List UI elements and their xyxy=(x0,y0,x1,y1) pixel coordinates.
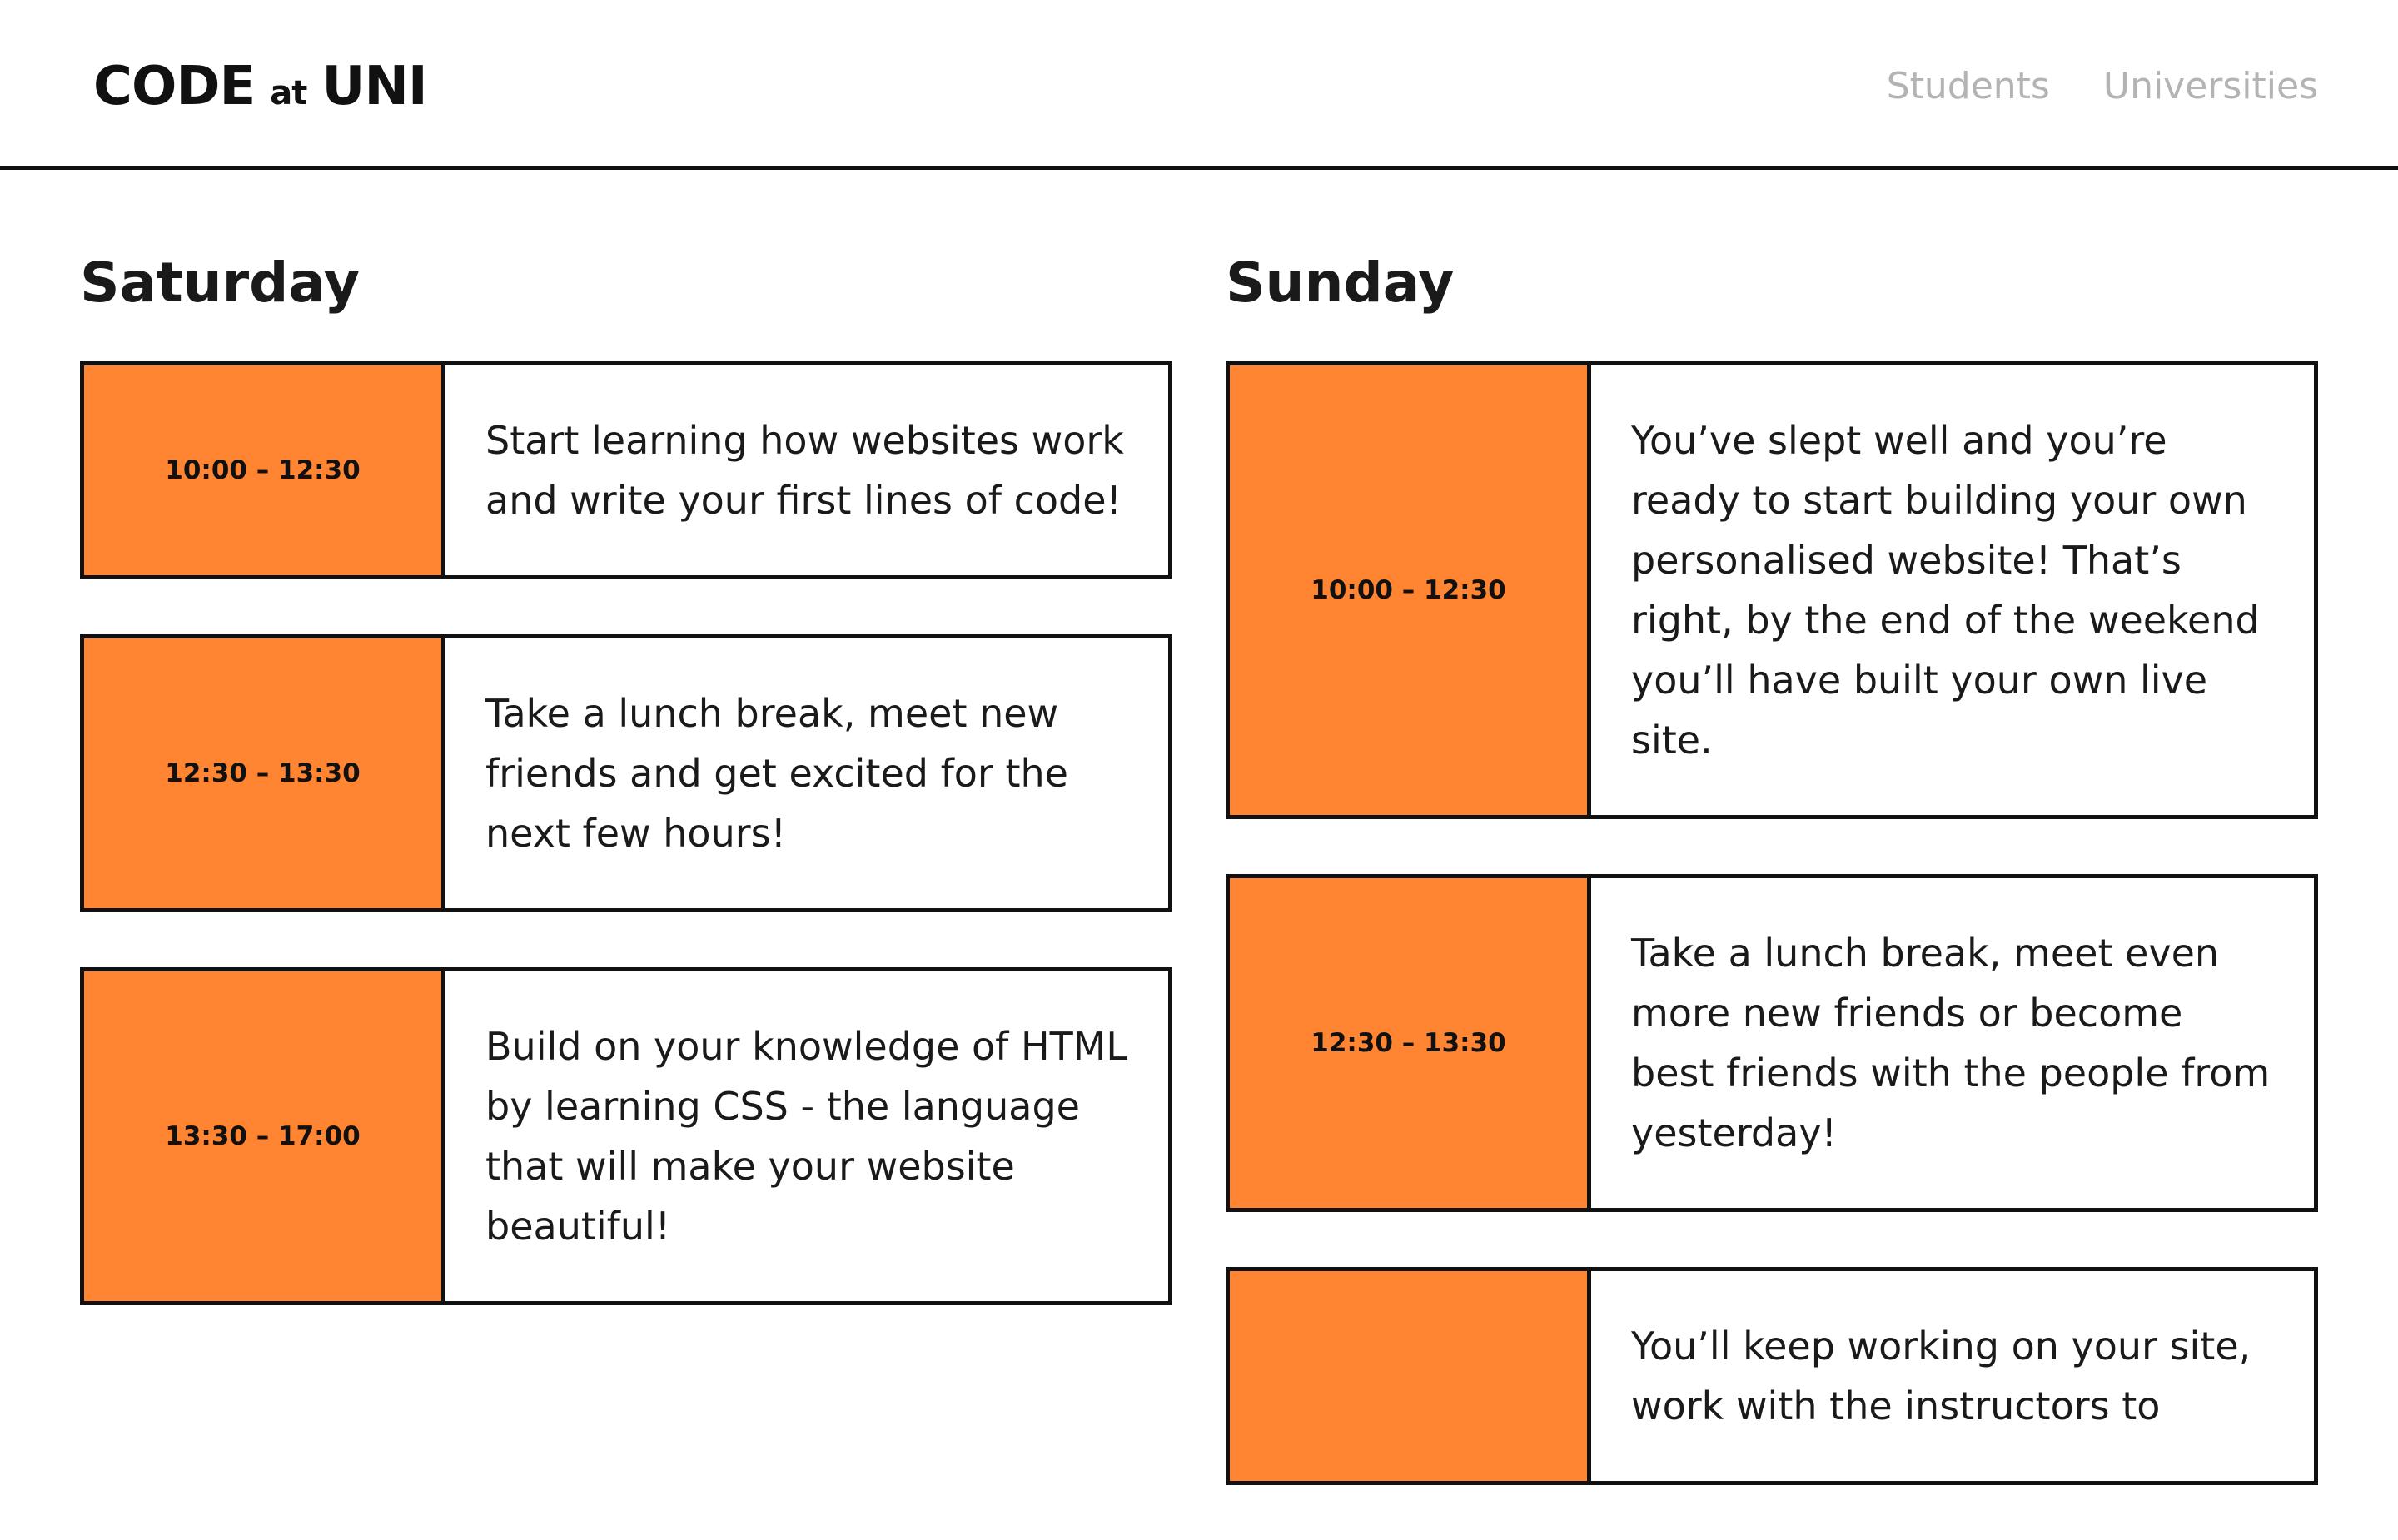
day-title-sunday: Sunday xyxy=(1226,251,1455,315)
slot-description: Take a lunch break, meet new friends and… xyxy=(485,691,1068,856)
slot-description: Start learning how websites work and wri… xyxy=(485,418,1124,523)
slot-description: Build on your knowledge of HTML by learn… xyxy=(485,1024,1127,1249)
slot-time: 12:30 – 13:30 xyxy=(1230,878,1591,1208)
schedule-slot: 10:00 – 12:30 Start learning how website… xyxy=(80,361,1172,579)
schedule-slot: You’ll keep working on your site, work w… xyxy=(1226,1267,2318,1485)
sunday-schedule: Sunday 10:00 – 12:30 You’ve slept well a… xyxy=(1226,250,2318,1540)
nav-link-universities[interactable]: Universities xyxy=(2102,65,2318,107)
slot-time: 10:00 – 12:30 xyxy=(1230,365,1591,815)
saturday-schedule: Saturday 10:00 – 12:30 Start learning ho… xyxy=(80,250,1172,1360)
nav-link-students[interactable]: Students xyxy=(1886,65,2050,107)
slot-time: 10:00 – 12:30 xyxy=(84,365,445,575)
schedule-slot: 13:30 – 17:00 Build on your knowledge of… xyxy=(80,967,1172,1305)
slot-description: You’ve slept well and you’re ready to st… xyxy=(1631,418,2260,763)
logo-uni: UNI xyxy=(321,56,427,117)
logo-at: at xyxy=(270,74,307,112)
logo-code: CODE xyxy=(93,56,256,117)
main-nav: Students Universities xyxy=(1887,60,2318,113)
slot-description: Take a lunch break, meet even more new f… xyxy=(1631,931,2271,1155)
slot-time: 13:30 – 17:00 xyxy=(84,971,445,1301)
day-title-saturday: Saturday xyxy=(80,251,360,315)
top-navigation-bar: CODE at UNI Students Universities xyxy=(0,0,2398,170)
slot-description: You’ll keep working on your site, work w… xyxy=(1631,1324,2251,1428)
slot-time xyxy=(1230,1271,1591,1481)
schedule-slot: 12:30 – 13:30 Take a lunch break, meet n… xyxy=(80,634,1172,912)
slot-time: 12:30 – 13:30 xyxy=(84,638,445,908)
logo[interactable]: CODE at UNI xyxy=(93,56,428,123)
schedule-slot: 10:00 – 12:30 You’ve slept well and you’… xyxy=(1226,361,2318,819)
schedule-slot: 12:30 – 13:30 Take a lunch break, meet e… xyxy=(1226,874,2318,1212)
